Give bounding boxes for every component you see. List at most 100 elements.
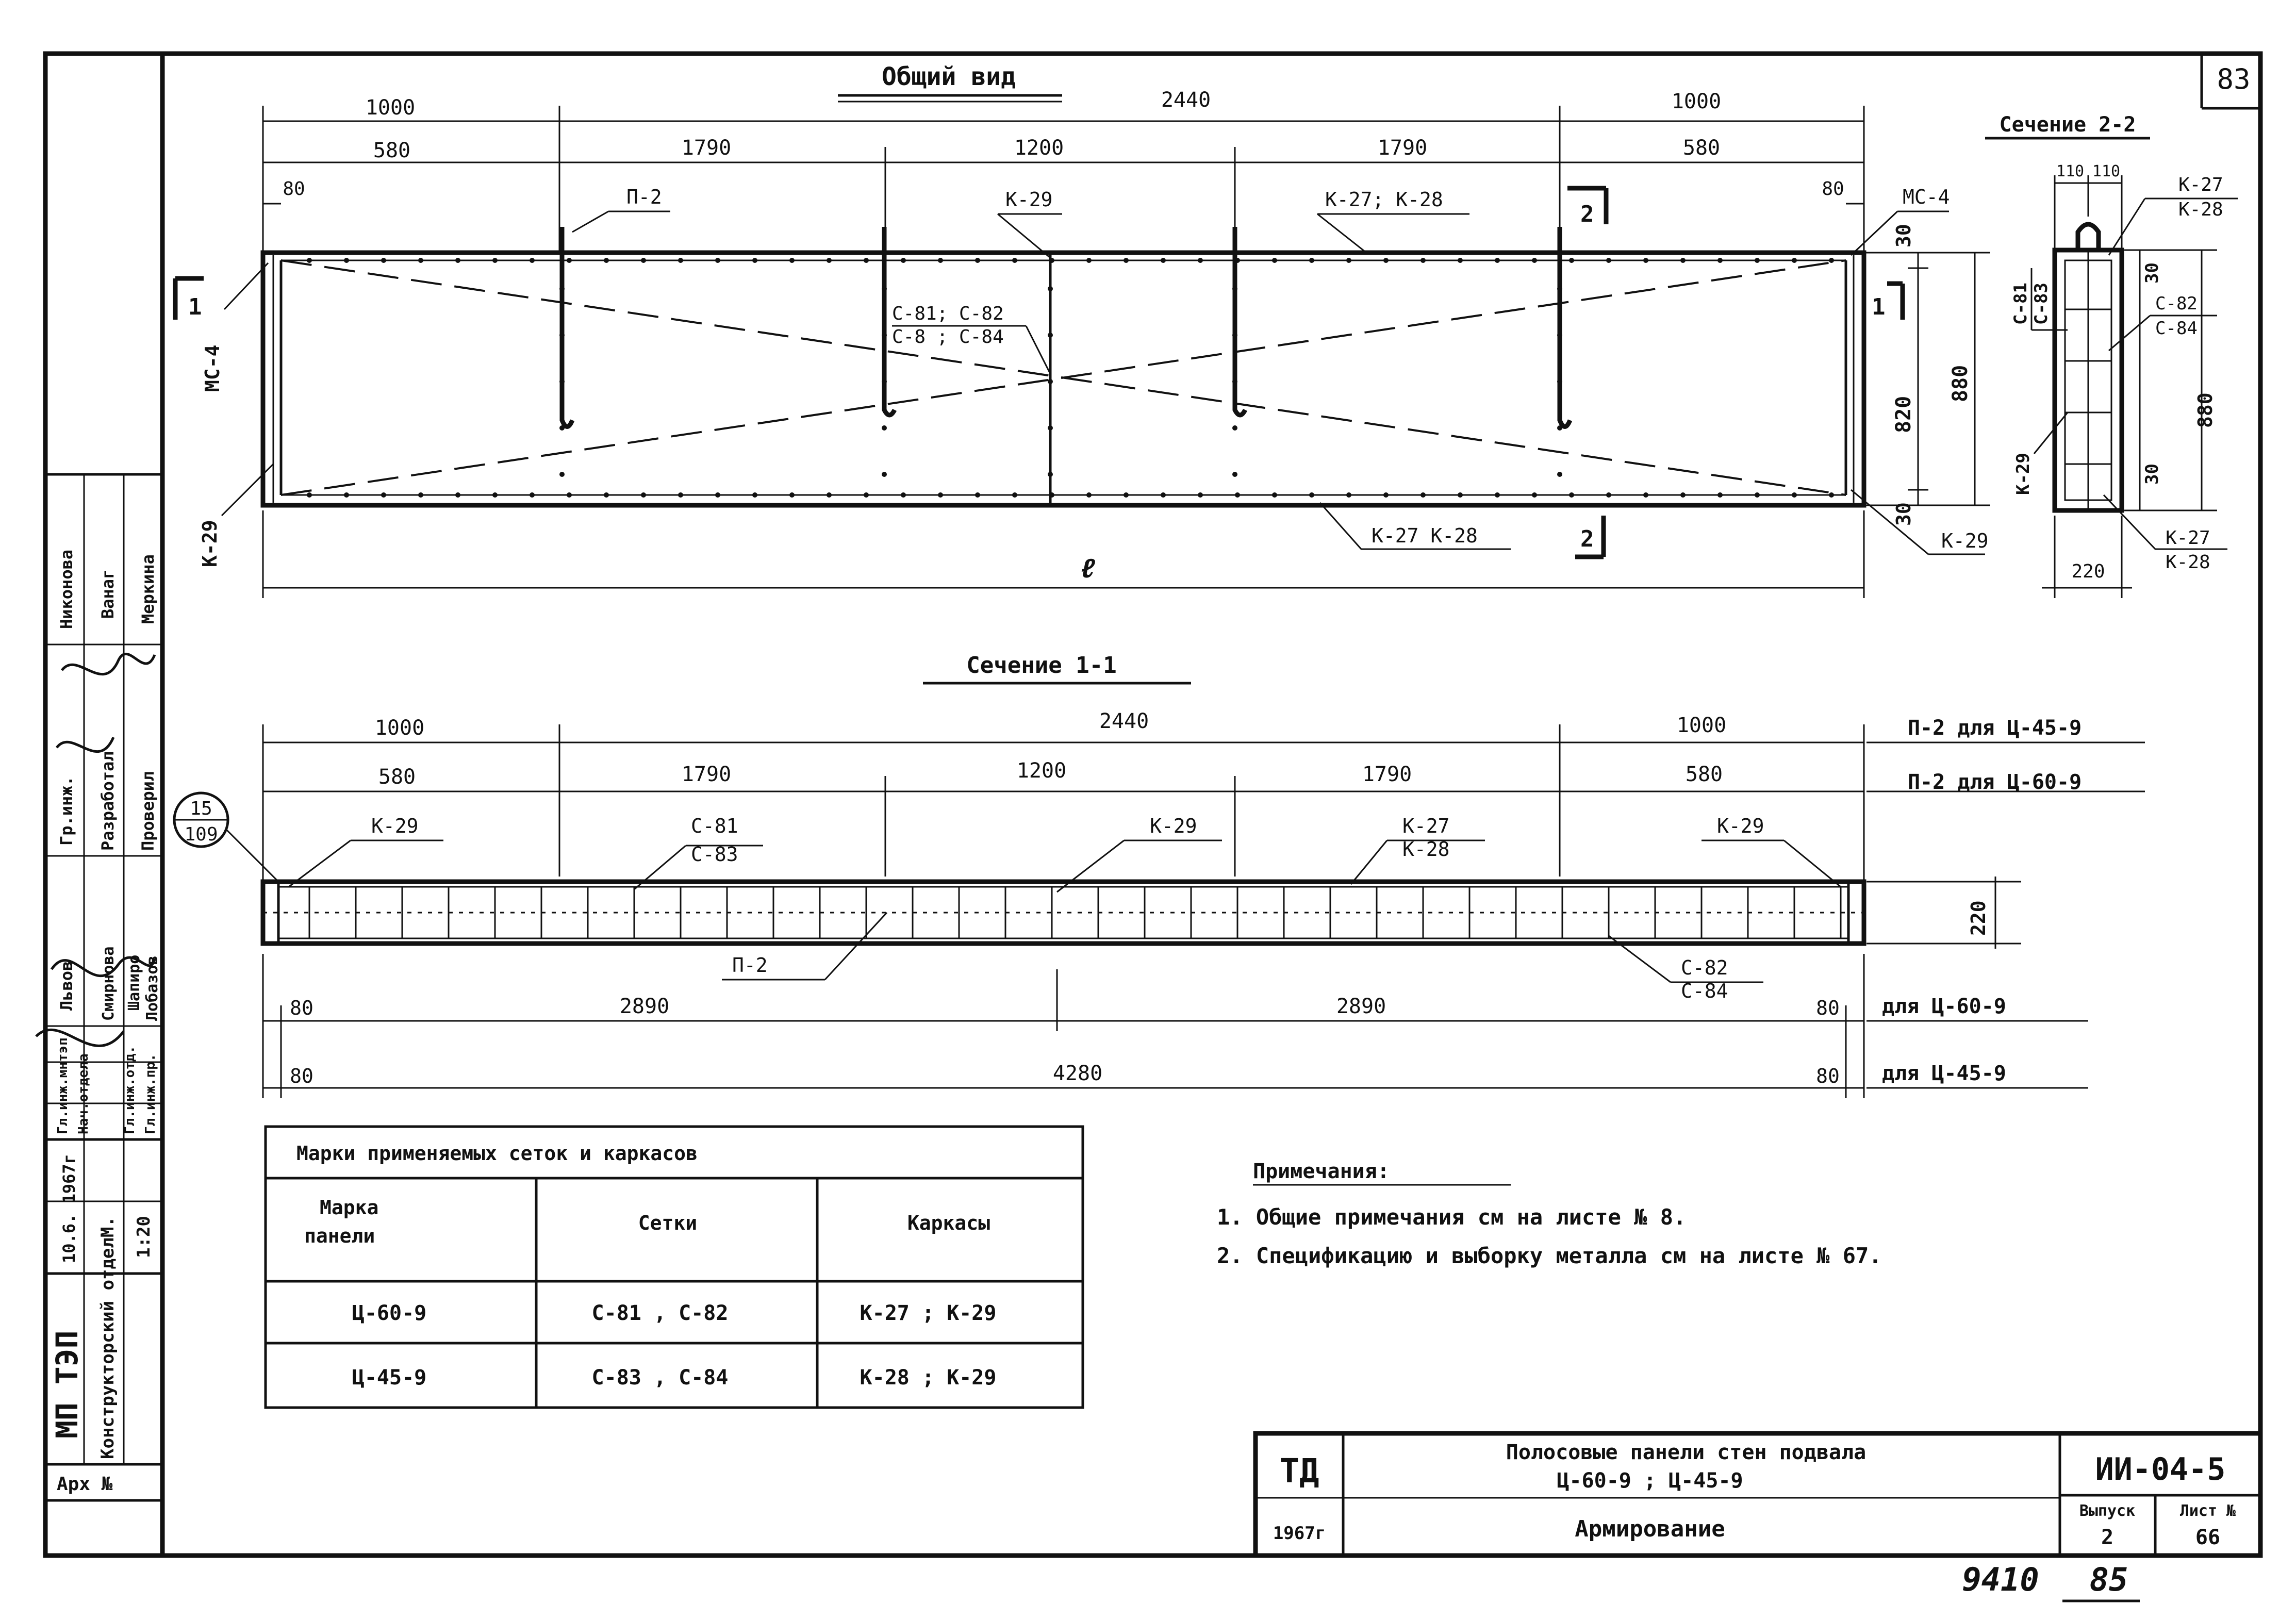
s22-label-c84: С-84 <box>2155 318 2198 339</box>
stamp-role-1: Гл.инж.мнтэп <box>55 1037 71 1134</box>
marks-table-row2-frames: К-28 ; К-29 <box>860 1366 997 1390</box>
gv-label-k29-top: К-29 <box>1005 188 1053 211</box>
handwritten-right: 85 <box>2090 1561 2128 1598</box>
gv-label-p2: П-2 <box>626 186 662 208</box>
rebar-dot <box>492 258 498 263</box>
rebar-dot <box>1124 258 1129 263</box>
signature-mark <box>56 737 115 753</box>
rebar-dot <box>604 492 609 498</box>
rebar-dot <box>1232 472 1237 477</box>
gv-dim-580-left: 580 <box>373 139 410 162</box>
marks-table-header-meshes: Сетки <box>638 1212 697 1234</box>
gv-height-30-bottom: 30 <box>1892 502 1915 526</box>
rebar-dot <box>1124 492 1129 498</box>
stamp-institute: МП ТЭП <box>49 1330 85 1439</box>
notes: Примечания: 1. Общие примечания см на ли… <box>1217 1160 1882 1268</box>
stamp-name2-3: Меркина <box>138 554 158 624</box>
rebar-dot <box>530 492 535 498</box>
rebar-dot <box>1232 286 1237 291</box>
stamp-scale-label: М. <box>97 1216 118 1237</box>
callout-bottom: 109 <box>184 824 218 845</box>
note-1: 1. Общие примечания см на листе № 8. <box>1217 1204 1686 1230</box>
title-block-year: 1967г <box>1273 1523 1326 1544</box>
rebar-dot <box>1606 258 1611 263</box>
gv-dim-2440: 2440 <box>1161 88 1211 112</box>
rebar-dot <box>1829 258 1834 263</box>
gv-label-k27-k28-bottom: К-27 К-28 <box>1372 524 1478 547</box>
lifting-loop <box>1557 227 1573 429</box>
lifting-loop <box>1232 227 1248 418</box>
marks-table: Марки применяемых сеток и каркасов Марка… <box>264 1125 1084 1409</box>
title-block-sheet: 66 <box>2195 1526 2220 1549</box>
rebar-dot <box>1232 333 1237 338</box>
rebar-dot <box>1557 425 1562 431</box>
rebar-dot <box>789 258 795 263</box>
marks-table-row1-meshes: С-81 , С-82 <box>592 1301 729 1325</box>
stamp-role2-1: Гр.инж. <box>57 776 76 846</box>
rebar-dot <box>1198 258 1203 263</box>
rebar-dot <box>975 492 980 498</box>
gv-label-k27-k28-top: К-27; К-28 <box>1325 188 1443 211</box>
s11-bdim1-80-right: 80 <box>1816 997 1840 1019</box>
rebar-dot <box>1048 472 1053 477</box>
stamp-name1-4: Лобазов <box>143 956 161 1021</box>
rebar-dot <box>827 258 832 263</box>
gv-dim-80-right: 80 <box>1822 178 1844 200</box>
signature-mark <box>50 956 156 978</box>
s22-dim-110-right: 110 <box>2092 162 2120 180</box>
rebar-dot <box>1680 258 1686 263</box>
rebar-dot <box>1420 258 1426 263</box>
gv-label-c-group-2: С-8 ; С-84 <box>892 326 1004 348</box>
title-block-code: ИИ-04-5 <box>2095 1451 2226 1487</box>
s22-width: 220 <box>2071 561 2105 582</box>
gv-label-k29-right: К-29 <box>1941 530 1989 552</box>
marks-table-header-panel-1: Марка <box>320 1196 378 1219</box>
rebar-dot <box>715 258 720 263</box>
rebar-dot <box>492 492 498 498</box>
rebar-dot <box>1420 492 1426 498</box>
rebar-dot <box>418 258 423 263</box>
gv-label-c-group-1: С-81; С-82 <box>892 303 1004 324</box>
s22-label-k29: К-29 <box>2013 453 2034 495</box>
s11-bdim2-4280: 4280 <box>1053 1062 1102 1085</box>
rebar-dot <box>1532 258 1537 263</box>
rebar-dot <box>604 258 609 263</box>
s11-label-k27: К-27 <box>1402 815 1450 837</box>
rebar-dot <box>864 492 869 498</box>
rebar-dot <box>1792 258 1797 263</box>
rebar-dot <box>1532 492 1537 498</box>
rebar-dot <box>1643 258 1648 263</box>
section-2-2: Сечение 2-2 110 110 К-27 К-28 С-81 С-83 … <box>1985 113 2238 598</box>
gv-dim-1000-right: 1000 <box>1672 90 1721 113</box>
rebar-dot <box>938 258 943 263</box>
s11-label-c82: С-82 <box>1681 956 1728 979</box>
rebar-dot <box>1049 492 1054 498</box>
section-mark-2-top: 2 <box>1580 201 1594 227</box>
s22-label-k28b: К-28 <box>2166 552 2210 573</box>
sheet-number: 83 <box>2217 63 2250 95</box>
rebar-dot <box>882 379 887 384</box>
gv-dim-1000-left: 1000 <box>366 96 415 120</box>
s11-bnote-60: для Ц-60-9 <box>1882 995 2006 1018</box>
s11-dim-1790-left: 1790 <box>682 763 731 786</box>
stamp-role2-3: Проверил <box>138 771 158 851</box>
rebar-dot <box>882 286 887 291</box>
s22-dim-110-left: 110 <box>2056 162 2084 180</box>
section-1-1-title: Сечение 1-1 <box>966 652 1116 679</box>
rebar-dot <box>1235 258 1240 263</box>
marks-table-header-panel-2: панели <box>304 1225 375 1247</box>
rebar-dot <box>1557 472 1562 477</box>
stamp-role-4: Гл.инж.пр. <box>143 1053 158 1134</box>
marks-table-row2-panel: Ц-45-9 <box>352 1366 427 1390</box>
s22-dim-880: 880 <box>2194 392 2217 428</box>
title-block: ТД 1967г Полосовые панели стен подвала Ц… <box>1253 1431 2263 1558</box>
s11-label-k29-3: К-29 <box>1717 815 1764 837</box>
s11-dim-1790-right: 1790 <box>1362 763 1412 786</box>
s11-label-c83: С-83 <box>691 843 738 866</box>
rebar-dot <box>1309 258 1314 263</box>
stamp-date: 10.6. 1967г <box>59 1154 79 1263</box>
title-block-sheet-label: Лист № <box>2180 1502 2236 1520</box>
gv-dim-80-left: 80 <box>283 178 305 200</box>
rebar-dot <box>455 258 460 263</box>
marks-table-row2-meshes: С-83 , С-84 <box>592 1366 729 1390</box>
